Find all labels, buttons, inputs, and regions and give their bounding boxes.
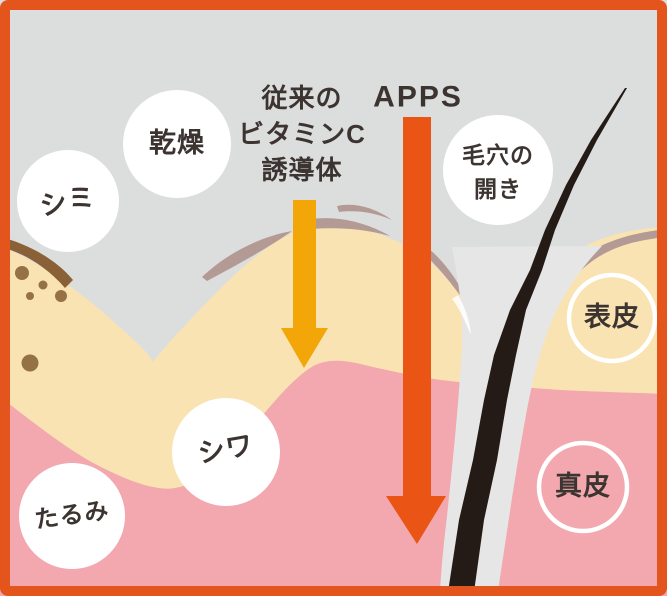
conventional-arrow — [281, 200, 328, 368]
bubble-wrinkles — [172, 398, 280, 506]
bubble-sagging — [19, 463, 125, 569]
pore-highlight — [452, 295, 471, 335]
conventional-label-line2: ビタミンC — [238, 119, 366, 149]
hair — [448, 88, 627, 592]
bubble-dermis-label: 真皮 — [555, 471, 611, 502]
pigment-dot — [26, 292, 34, 300]
bubble-pores-line2: 開き — [474, 176, 522, 202]
apps-label: APPS — [373, 80, 463, 114]
pigment-dot — [38, 280, 48, 290]
surface-stroke — [337, 204, 392, 220]
bubble-pores — [443, 115, 553, 225]
bubble-pores-line1: 毛穴の — [462, 142, 534, 168]
pigment-dot — [21, 354, 39, 372]
bubble-epidermis-label: 表皮 — [584, 302, 640, 333]
surface-stroke — [202, 231, 292, 281]
conventional-vitamin-c-label: 従来の ビタミンC 誘導体 — [238, 80, 366, 188]
bubble-spots — [17, 150, 119, 252]
surface-stroke — [422, 247, 472, 312]
apps-arrow — [386, 117, 446, 544]
ring-dermis — [536, 440, 630, 534]
conventional-label-line3: 誘導体 — [261, 155, 343, 185]
bubble-dryness — [123, 90, 231, 198]
label-bubbles — [17, 90, 553, 569]
layer-rings — [536, 272, 658, 534]
pigment-dot — [55, 290, 67, 302]
pigment-dot — [15, 266, 29, 280]
pigment-dots — [15, 266, 67, 372]
ring-epidermis — [566, 272, 658, 364]
surface-stroke — [294, 218, 390, 236]
conventional-label-line1: 従来の — [261, 83, 343, 113]
bubble-dryness-label: 乾燥 — [149, 128, 205, 159]
bubble-pores-label: 毛穴の 開き — [462, 138, 534, 206]
dark-spot-patch — [0, 237, 73, 288]
